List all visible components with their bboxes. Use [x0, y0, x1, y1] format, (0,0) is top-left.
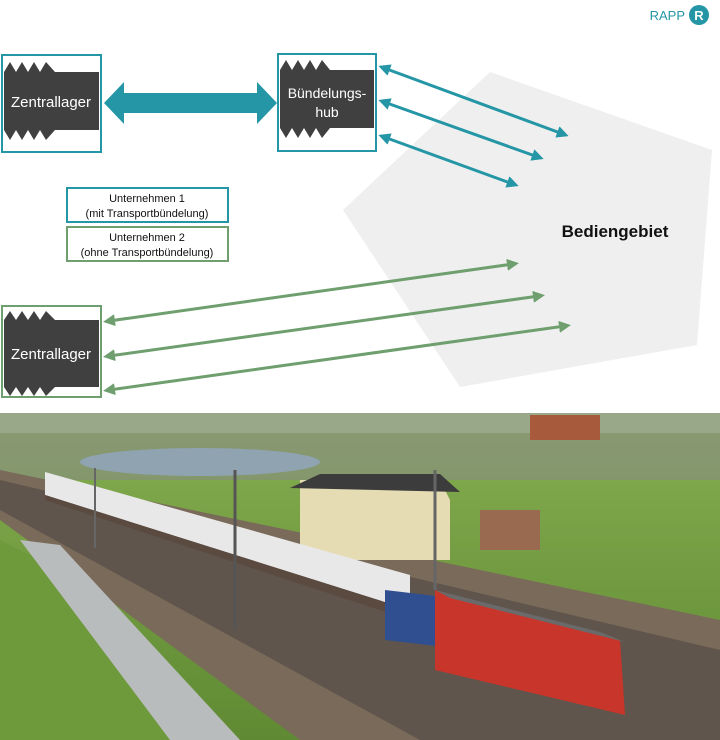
legend-company-2: Unternehmen 2 (ohne Transportbündelung): [66, 226, 229, 262]
svg-text:(ohne Transportbündelung): (ohne Transportbündelung): [81, 247, 214, 259]
unbundled-delivery-arrows: [103, 258, 571, 396]
svg-text:Bündelungs-: Bündelungs-: [288, 85, 367, 101]
svg-text:Unternehmen 2: Unternehmen 2: [109, 232, 185, 244]
logo-text: RAPP: [650, 8, 685, 23]
svg-text:hub: hub: [315, 104, 339, 120]
legend-company-1: Unternehmen 1 (mit Transportbündelung): [66, 187, 229, 223]
logo-icon: R: [689, 5, 709, 25]
central-warehouse-bottom: Zentrallager: [1, 305, 102, 398]
svg-text:Unternehmen 1: Unternehmen 1: [109, 193, 185, 205]
svg-text:R: R: [694, 8, 704, 23]
bidirectional-arrow: [104, 82, 277, 124]
central-warehouse-top: Zentrallager: [1, 54, 102, 153]
bundled-delivery-arrows: [378, 64, 569, 188]
svg-text:Zentrallager: Zentrallager: [11, 94, 91, 111]
service-area-label: Bediengebiet: [562, 222, 669, 241]
svg-text:Zentrallager: Zentrallager: [11, 346, 91, 363]
freight-train-photo: [0, 413, 720, 740]
bundling-hub: Bündelungs- hub: [277, 53, 377, 152]
svg-text:(mit Transportbündelung): (mit Transportbündelung): [86, 208, 209, 220]
